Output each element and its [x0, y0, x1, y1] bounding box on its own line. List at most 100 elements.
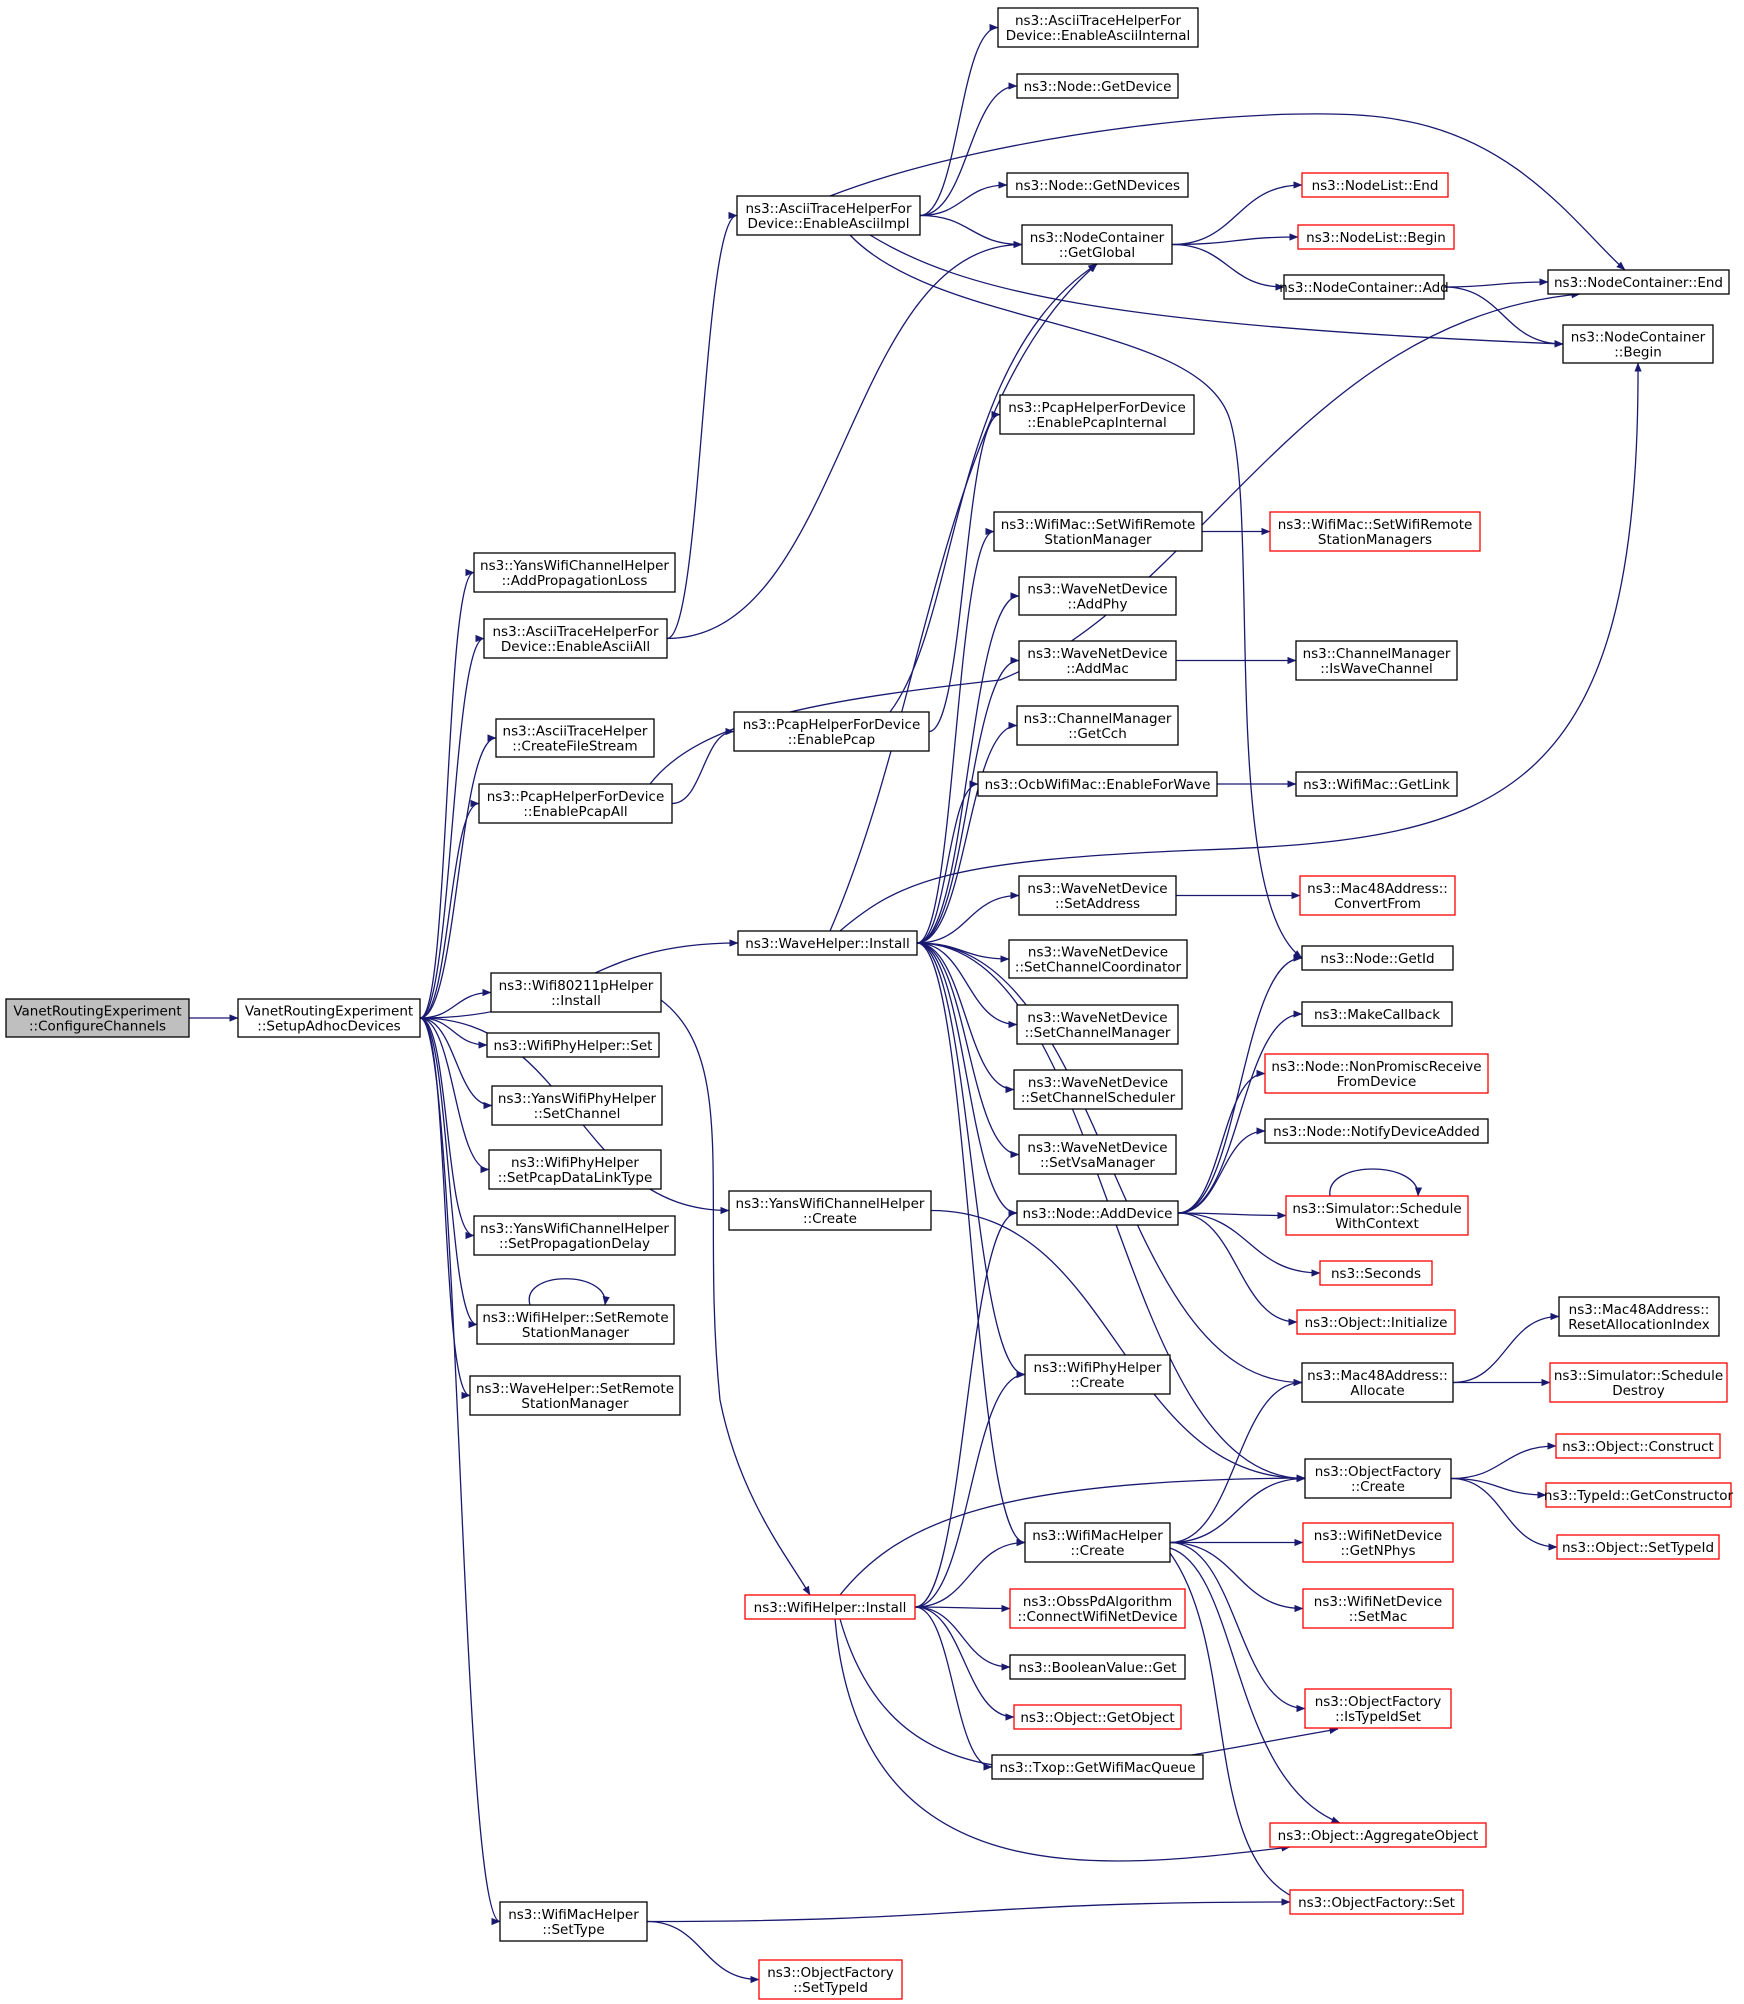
- node-label-line: ns3::ChannelManager: [1303, 646, 1451, 662]
- graph-node-wnd-addmac[interactable]: ns3::WaveNetDevice::AddMac: [1018, 640, 1177, 681]
- node-box: [1319, 1260, 1433, 1286]
- graph-node-ascii-all[interactable]: ns3::AsciiTraceHelperForDevice::EnableAs…: [483, 618, 668, 659]
- graph-node-wifihelper-install[interactable]: ns3::WifiHelper::Install: [744, 1594, 916, 1620]
- graph-node-nodelist-begin[interactable]: ns3::NodeList::Begin: [1297, 224, 1455, 250]
- node-box: [1562, 324, 1714, 364]
- node-label-line: ::SetPropagationDelay: [499, 1236, 650, 1252]
- graph-node-obsspd-connect[interactable]: ns3::ObssPdAlgorithm::ConnectWifiNetDevi…: [1009, 1588, 1186, 1629]
- graph-node-seconds[interactable]: ns3::Seconds: [1319, 1260, 1433, 1286]
- graph-node-wifimachelper-settype[interactable]: ns3::WifiMacHelper::SetType: [499, 1901, 648, 1942]
- graph-node-txop-getqueue[interactable]: ns3::Txop::GetWifiMacQueue: [991, 1754, 1204, 1780]
- graph-node-node-getndevices[interactable]: ns3::Node::GetNDevices: [1006, 172, 1189, 198]
- graph-node-of-set[interactable]: ns3::ObjectFactory::Set: [1289, 1889, 1464, 1915]
- node-box: [495, 718, 655, 758]
- graph-node-ascii-internal[interactable]: ns3::AsciiTraceHelperForDevice::EnableAs…: [997, 7, 1199, 48]
- graph-node-wnd-setaddr[interactable]: ns3::WaveNetDevice::SetAddress: [1018, 875, 1177, 916]
- call-edge: [1177, 1069, 1266, 1214]
- graph-node-cm-getcch[interactable]: ns3::ChannelManager::GetCch: [1016, 705, 1179, 746]
- graph-node-wifiphy-set[interactable]: ns3::WifiPhyHelper::Set: [486, 1032, 660, 1058]
- node-label-line: ::ConnectWifiNetDevice: [1017, 1609, 1177, 1625]
- node-box: [1264, 1118, 1489, 1144]
- node-label-line: ns3::WaveNetDevice: [1027, 1140, 1167, 1156]
- node-label-line: ::SetMac: [1349, 1609, 1408, 1625]
- graph-node-nc-end[interactable]: ns3::NodeContainer::End: [1547, 269, 1730, 295]
- graph-node-yanschan-setdelay[interactable]: ns3::YansWifiChannelHelper::SetPropagati…: [473, 1215, 676, 1256]
- graph-node-boolvalue-get[interactable]: ns3::BooleanValue::Get: [1009, 1654, 1186, 1680]
- graph-node-wifimac-setrsms[interactable]: ns3::WifiMac::SetWifiRemoteStationManage…: [1269, 511, 1481, 552]
- graph-node-wifimac-getlink[interactable]: ns3::WifiMac::GetLink: [1295, 771, 1458, 797]
- node-label-line: ns3::WifiMacHelper: [508, 1907, 639, 1923]
- graph-node-object-construct[interactable]: ns3::Object::Construct: [1555, 1433, 1721, 1459]
- graph-node-object-init[interactable]: ns3::Object::Initialize: [1296, 1309, 1456, 1335]
- node-box: [1295, 640, 1458, 681]
- node-label-line: ::AddMac: [1066, 661, 1129, 677]
- graph-node-pcap-enable[interactable]: ns3::PcapHelperForDevice::EnablePcap: [733, 711, 930, 752]
- graph-node-w80211p-install[interactable]: ns3::Wifi80211pHelper::Install: [490, 972, 662, 1013]
- graph-node-of-create[interactable]: ns3::ObjectFactory::Create: [1304, 1458, 1452, 1499]
- node-box: [5, 998, 190, 1038]
- graph-node-cm-iswave[interactable]: ns3::ChannelManager::IsWaveChannel: [1295, 640, 1458, 681]
- graph-node-object-settypeid[interactable]: ns3::Object::SetTypeId: [1556, 1534, 1720, 1560]
- graph-node-ascii-createfs[interactable]: ns3::AsciiTraceHelper::CreateFileStream: [495, 718, 655, 758]
- graph-node-wifind-setmac[interactable]: ns3::WifiNetDevice::SetMac: [1302, 1588, 1454, 1629]
- graph-node-wnd-setcc[interactable]: ns3::WaveNetDevice::SetChannelCoordinato…: [1008, 939, 1188, 979]
- node-box: [1555, 1433, 1721, 1459]
- graph-node-object-getobject[interactable]: ns3::Object::GetObject: [1013, 1704, 1182, 1730]
- call-edge: [1450, 1442, 1557, 1480]
- call-edge: [919, 181, 1008, 217]
- graph-node-wifiphy-setpcap[interactable]: ns3::WifiPhyHelper::SetPcapDataLinkType: [488, 1149, 662, 1190]
- graph-node-yans-addloss[interactable]: ns3::YansWifiChannelHelper::AddPropagati…: [473, 552, 676, 593]
- node-label-line: ns3::WaveNetDevice: [1027, 1010, 1167, 1026]
- graph-node-nc-getglobal[interactable]: ns3::NodeContainer::GetGlobal: [1021, 224, 1173, 265]
- graph-node-node-notify[interactable]: ns3::Node::NotifyDeviceAdded: [1264, 1118, 1489, 1144]
- node-label-line: ::Create: [1071, 1375, 1125, 1391]
- graph-node-typeid-getctor[interactable]: ns3::TypeId::GetConstructor: [1544, 1482, 1734, 1508]
- graph-node-ocb-enable[interactable]: ns3::OcbWifiMac::EnableForWave: [977, 771, 1218, 797]
- node-label-line: VanetRoutingExperiment: [245, 1004, 413, 1020]
- graph-node-wifimachelper-create[interactable]: ns3::WifiMacHelper::Create: [1024, 1522, 1171, 1563]
- graph-node-object-aggregate[interactable]: ns3::Object::AggregateObject: [1269, 1822, 1487, 1848]
- call-edge: [916, 891, 1020, 944]
- call-edge: [916, 721, 1018, 944]
- call-edge: [916, 527, 995, 944]
- graph-node-pcap-all[interactable]: ns3::PcapHelperForDevice::EnablePcapAll: [478, 783, 673, 824]
- graph-node-of-istypeidset[interactable]: ns3::ObjectFactory::IsTypeIdSet: [1304, 1688, 1452, 1729]
- graph-node-wave-install[interactable]: ns3::WaveHelper::Install: [737, 930, 918, 956]
- graph-node-node-getdevice[interactable]: ns3::Node::GetDevice: [1016, 73, 1179, 99]
- graph-node-wifiphy-create[interactable]: ns3::WifiPhyHelper::Create: [1024, 1354, 1171, 1395]
- graph-node-yansphy-setch[interactable]: ns3::YansWifiPhyHelper::SetChannel: [491, 1085, 663, 1126]
- graph-node-yanschan-create[interactable]: ns3::YansWifiChannelHelper::Create: [728, 1190, 932, 1231]
- node-box: [1549, 1362, 1728, 1403]
- call-edge: [916, 656, 1020, 944]
- graph-node-of-settypeid[interactable]: ns3::ObjectFactory::SetTypeId: [758, 1959, 903, 2000]
- graph-node-wifimac-setrsm[interactable]: ns3::WifiMac::SetWifiRemoteStationManage…: [993, 511, 1203, 552]
- graph-node-pcap-internal[interactable]: ns3::PcapHelperForDevice::EnablePcapInte…: [999, 394, 1195, 435]
- node-label-line: FromDevice: [1337, 1074, 1417, 1090]
- graph-node-wnd-setcs[interactable]: ns3::WaveNetDevice::SetChannelScheduler: [1013, 1069, 1183, 1110]
- graph-node-makecallback[interactable]: ns3::MakeCallback: [1301, 1001, 1453, 1027]
- graph-node-mac48-convert[interactable]: ns3::Mac48Address::ConvertFrom: [1299, 875, 1456, 916]
- graph-node-wnd-setvsa[interactable]: ns3::WaveNetDevice::SetVsaManager: [1018, 1134, 1177, 1175]
- node-label-line: ::SetChannelManager: [1025, 1025, 1171, 1041]
- node-label-line: ns3::Node::GetId: [1320, 951, 1434, 967]
- node-box: [1016, 705, 1179, 746]
- graph-node-nc-add[interactable]: ns3::NodeContainer::Add: [1279, 274, 1449, 300]
- graph-node-mac48-allocate[interactable]: ns3::Mac48Address::Allocate: [1301, 1362, 1454, 1403]
- graph-node-nodelist-end[interactable]: ns3::NodeList::End: [1301, 172, 1449, 198]
- graph-node-nc-begin[interactable]: ns3::NodeContainer::Begin: [1562, 324, 1714, 364]
- graph-node-node-adddevice[interactable]: ns3::Node::AddDevice: [1016, 1200, 1179, 1226]
- graph-node-ascii-impl[interactable]: ns3::AsciiTraceHelperForDevice::EnableAs…: [736, 195, 921, 236]
- graph-node-node-getid[interactable]: ns3::Node::GetId: [1301, 945, 1454, 971]
- graph-node-mac48-resetidx[interactable]: ns3::Mac48Address::ResetAllocationIndex: [1558, 1296, 1720, 1337]
- graph-node-wifind-getnphys[interactable]: ns3::WifiNetDevice::GetNPhys: [1302, 1522, 1454, 1563]
- node-box: [486, 1032, 660, 1058]
- graph-node-wnd-setcm[interactable]: ns3::WaveNetDevice::SetChannelManager: [1016, 1004, 1179, 1045]
- graph-node-wnd-addphy[interactable]: ns3::WaveNetDevice::AddPhy: [1018, 576, 1177, 616]
- graph-node-setup[interactable]: VanetRoutingExperiment::SetupAdhocDevice…: [237, 998, 421, 1038]
- node-box: [483, 618, 668, 659]
